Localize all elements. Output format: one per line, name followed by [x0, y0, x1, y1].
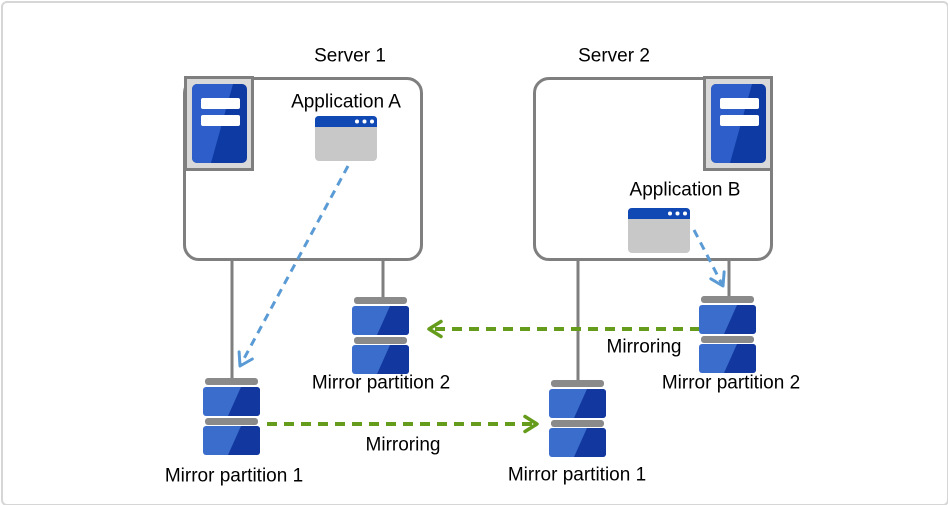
application-a-label: Application A	[291, 91, 401, 113]
mirror-partition2-server2-label: Mirror partition 2	[661, 372, 801, 394]
mirror-partition1-server2-icon	[549, 380, 606, 457]
mirror-partition1-server1-label: Mirror partition 1	[164, 465, 304, 487]
mirror-partition1-server1-icon	[203, 378, 260, 455]
mirror-partition1-server2-label: Mirror partition 1	[507, 464, 647, 486]
application-b-label: Application B	[629, 179, 741, 201]
server2-label: Server 2	[578, 45, 650, 67]
server1-tower-icon	[184, 76, 254, 171]
mirroring-bottom-label: Mirroring	[365, 434, 441, 456]
mirror-partition2-server1-label: Mirror partition 2	[311, 372, 451, 394]
mirror-partition2-server1-icon	[352, 297, 409, 374]
application-a-window-icon	[315, 116, 377, 161]
server2-tower-icon	[703, 76, 773, 171]
mirror-partition2-server2-icon	[699, 296, 756, 373]
mirroring-top-label: Mirroring	[606, 336, 682, 358]
application-b-window-icon	[628, 208, 690, 253]
server1-label: Server 1	[314, 45, 386, 67]
